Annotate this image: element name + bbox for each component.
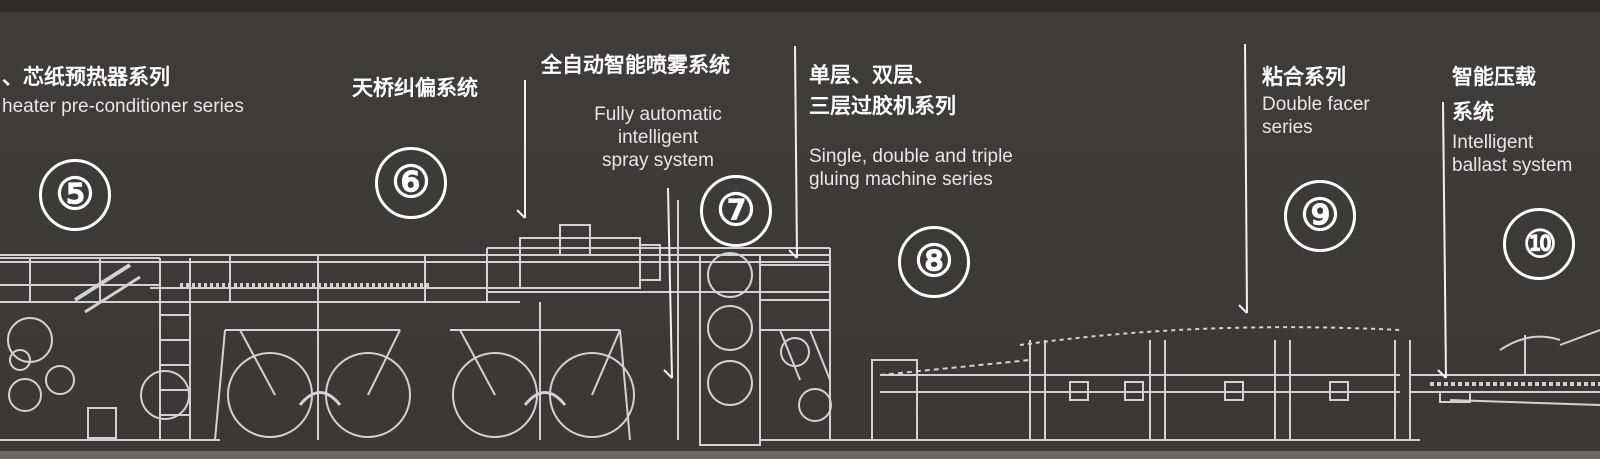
bottom-border [0,451,1600,459]
section-10-title-en-line2: ballast system [1452,155,1573,176]
section-9-title-en-line2: series [1262,117,1313,138]
section-5-number: ⑤ [39,159,111,231]
section-5-title-zh: 、芯纸预热器系列 [2,65,170,89]
top-border [0,0,1600,12]
section-6-number: ⑥ [375,147,447,219]
single-facer-units [214,302,635,441]
section-8-number: ⑧ [898,226,970,298]
section-7-number: ⑦ [700,175,772,247]
section-10-title-zh-line1: 智能压载 [1452,65,1536,89]
double-facer [860,326,1420,441]
section-10-title-en-line1: Intelligent [1452,132,1534,153]
section-8-title-en-line2: gluing machine series [809,169,993,190]
section-10-number: ⑩ [1503,208,1575,280]
pointer-lines [516,43,1447,379]
section-8-title-en-line1: Single, double and triple [809,146,1013,167]
section-7-title-zh: 全自动智能喷雾系统 [541,53,730,77]
section-7-title-en-line3: spray system [602,150,714,171]
section-9-number: ⑨ [1284,180,1356,252]
section-10-title-zh-line2: 系统 [1452,100,1494,124]
section-9-title-en-line1: Double facer [1262,94,1370,115]
bridge-frame [0,224,830,303]
section-6-title-zh: 天桥纠偏系统 [352,76,478,100]
section-8-title-zh-line1: 单层、双层、 [809,63,935,87]
section-7-title-en-line2: intelligent [617,127,699,148]
gluing-machine [677,200,860,446]
ballast-system [1410,329,1600,406]
section-7-title-en-line1: Fully automatic [594,104,722,125]
section-8-title-zh-line2: 三层过胶机系列 [809,94,956,118]
section-5-title-en: heater pre-conditioner series [2,96,244,117]
section-9-title-zh: 粘合系列 [1262,65,1346,89]
